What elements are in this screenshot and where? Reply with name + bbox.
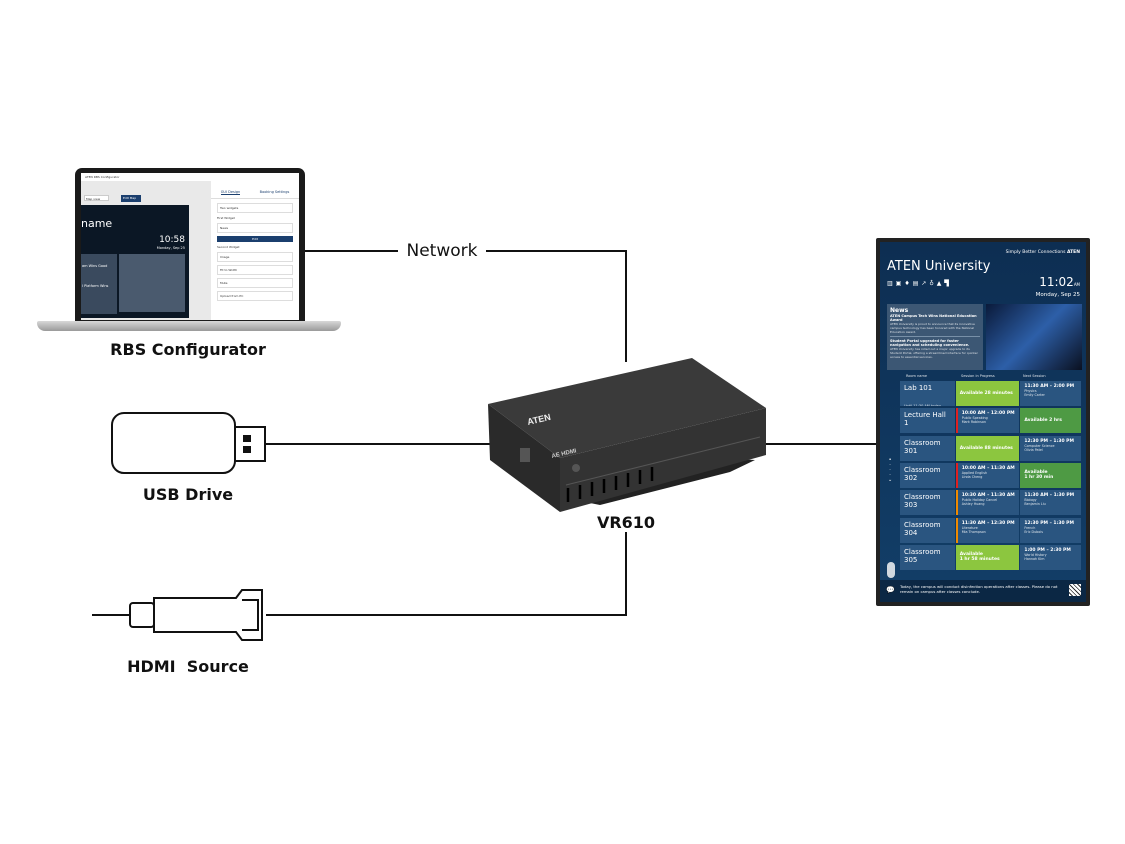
hdmi-source-label: HDMI Source <box>127 657 249 676</box>
page-indicator[interactable]: •···⌄ <box>888 457 893 483</box>
preview-date: Monday, Sep 25 <box>156 246 185 250</box>
vr610-label: VR610 <box>596 513 656 532</box>
room-row: Lecture Hall 1Release in 58 minutes 10:0… <box>900 408 1081 434</box>
network-label: Network <box>406 241 478 261</box>
session-cell: Available 1 hr 58 minutes <box>955 544 1020 570</box>
usb-drive-label: USB Drive <box>142 485 234 504</box>
lecture-photo <box>986 304 1082 370</box>
preview-widget <box>119 254 185 312</box>
upload-select[interactable]: Upload from PC <box>217 291 293 301</box>
mute-select[interactable]: Mute <box>217 278 293 288</box>
preview-time: 10:58 <box>159 235 185 245</box>
laptop-base <box>37 321 341 331</box>
next-session-cell: Available 1 hr 30 min <box>1020 462 1081 488</box>
display-date: Monday, Sep 25 <box>1035 292 1080 298</box>
session-cell: Available 88 minutes <box>955 435 1020 461</box>
map-dropdown[interactable]: Map view <box>84 195 109 201</box>
rbs-configurator-label: RBS Configurator <box>110 340 266 359</box>
tagline: Simply Better Connections ATEN <box>1005 250 1080 255</box>
room-row: Classroom 301Until 12:30 PM today Availa… <box>900 435 1081 461</box>
room-row: Classroom 303Release in 28 minutes 10:30… <box>900 490 1081 516</box>
chat-icon: 💬 <box>886 586 895 594</box>
hdmi-wire <box>266 532 627 616</box>
network-wire <box>486 250 627 362</box>
tab-gui-design[interactable]: GUI Design <box>220 190 241 195</box>
second-widget-label: Second Widget <box>217 245 240 249</box>
first-widget-label: First Widget <box>217 216 235 220</box>
second-widget-select[interactable]: Image <box>217 252 293 262</box>
user-icon[interactable] <box>887 562 895 578</box>
room-row: Classroom 304Starts in 28 minutes 11:30 … <box>900 517 1081 543</box>
preview-title: name <box>81 217 113 230</box>
room-row: Classroom 302Release in 28 minutes 10:00… <box>900 462 1081 488</box>
vr610-device-icon: ATEN AE HDMI <box>488 358 766 512</box>
settings-panel: GUI Design Booking Settings Two widgets … <box>211 181 299 320</box>
announcement-footer: 💬 Today, the campus will conduct disinfe… <box>880 580 1086 602</box>
layout-select[interactable]: Two widgets <box>217 203 293 213</box>
facility-icons: ▥▣♦▤↗♁▲▜ <box>887 280 953 287</box>
room-name-cell: Classroom 303Release in 28 minutes <box>900 490 955 516</box>
laptop-screen: ATEN RBS Configurator Map view Edit Map … <box>75 168 305 323</box>
announcement-text: Today, the campus will conduct disinfect… <box>900 584 1058 594</box>
display-time: 11:02AM <box>1039 275 1080 289</box>
room-row: Classroom 305Until 1:00 PM today Availab… <box>900 544 1081 570</box>
tab-booking-settings[interactable]: Booking Settings <box>259 190 290 194</box>
usb-drive-icon <box>111 412 266 474</box>
room-name-cell: Lecture Hall 1Release in 58 minutes <box>900 408 955 434</box>
room-name-cell: Classroom 305Until 1:00 PM today <box>900 544 955 570</box>
room-name-cell: Classroom 302Release in 28 minutes <box>900 462 955 488</box>
next-session-cell: Available 2 hrs <box>1020 408 1081 434</box>
qr-code-icon <box>1069 584 1081 596</box>
room-name-cell: Classroom 304Starts in 28 minutes <box>900 517 955 543</box>
room-name-cell: Classroom 301Until 12:30 PM today <box>900 435 955 461</box>
session-cell: Available 28 minutes <box>955 381 1020 406</box>
signage-display: Simply Better Connections ATEN ATEN Univ… <box>876 238 1090 606</box>
fit-select[interactable]: Fit to Width <box>217 265 293 275</box>
edit-widget-button[interactable]: Edit <box>217 236 293 242</box>
first-widget-select[interactable]: News <box>217 223 293 233</box>
window-title: ATEN RBS Configurator <box>81 173 299 181</box>
aten-logo: ATEN <box>1066 250 1080 255</box>
display-title: ATEN University <box>887 259 991 274</box>
edit-map-button[interactable]: Edit Map <box>121 195 141 202</box>
news-widget: News ATEN Campus Tech Wins National Educ… <box>887 304 983 370</box>
hdmi-connector-icon <box>129 589 263 641</box>
device-hdmi-badge: AE HDMI <box>551 448 577 460</box>
